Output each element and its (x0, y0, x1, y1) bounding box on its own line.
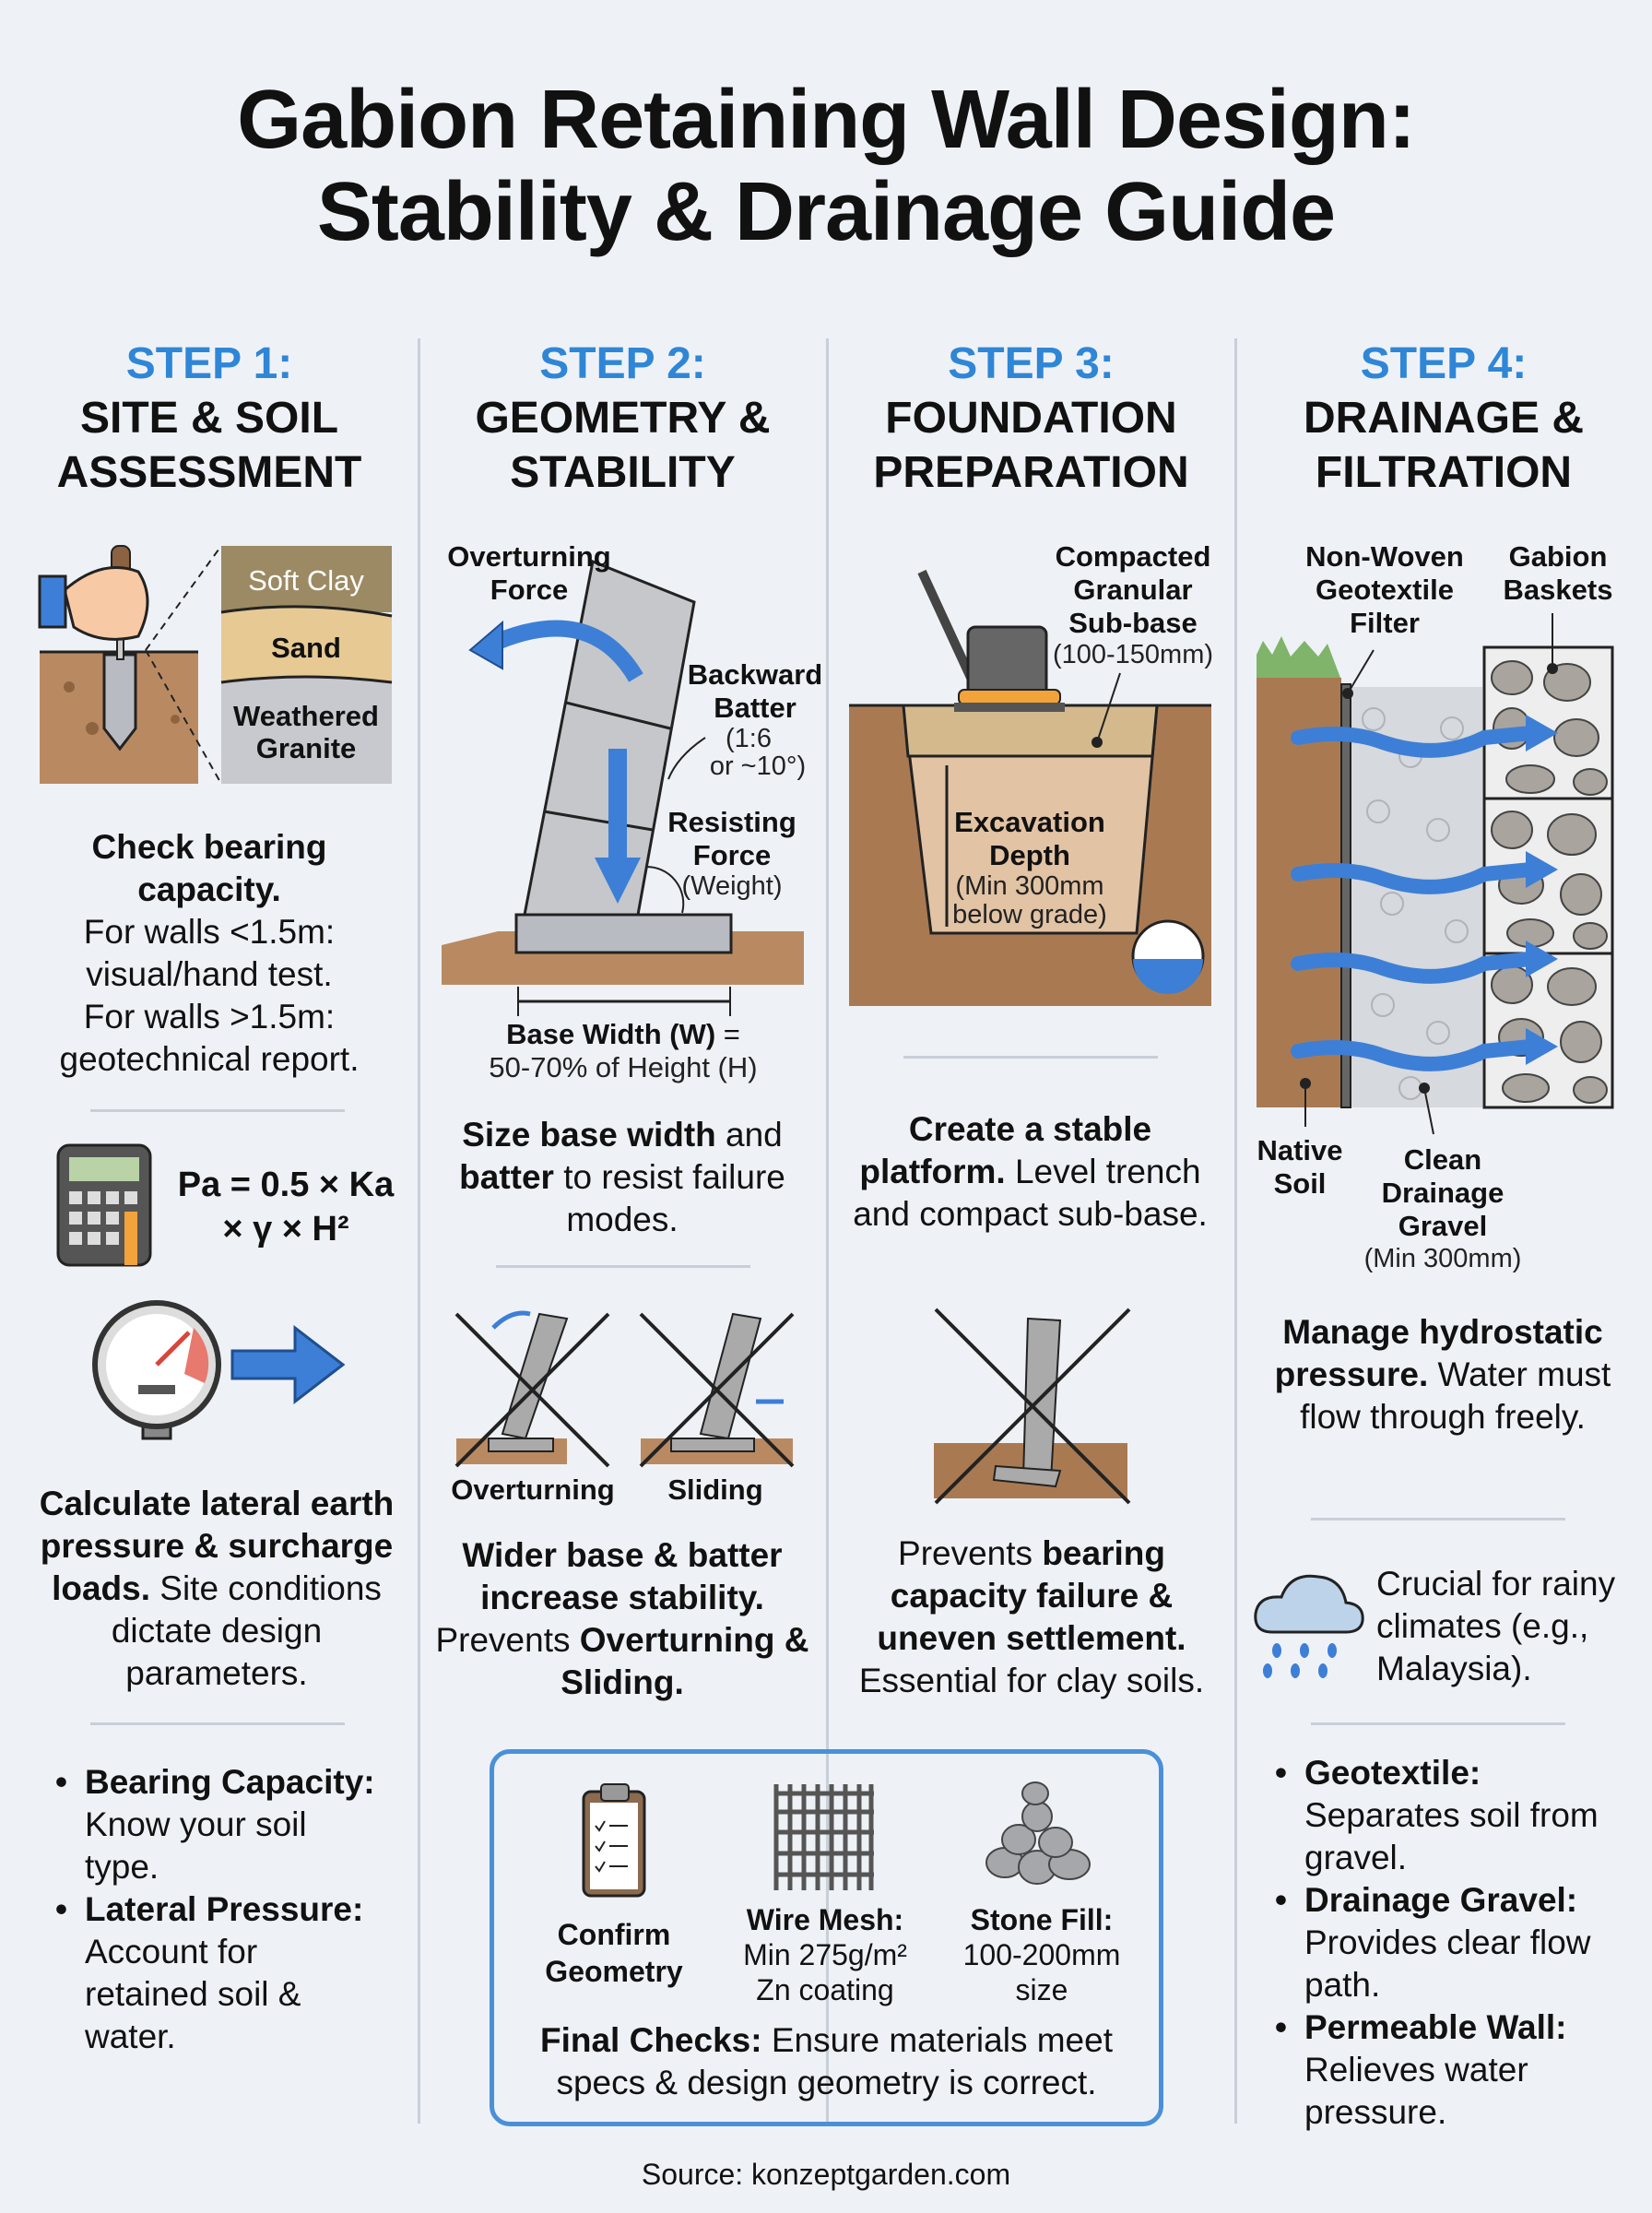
svg-text:Overturning: Overturning (447, 540, 610, 573)
shovel-icon (102, 653, 137, 751)
step3-platform-text: Create a stable platform. Level trench a… (853, 1110, 1208, 1233)
svg-text:Sub-base: Sub-base (1068, 607, 1198, 639)
svg-text:(Weight): (Weight) (681, 871, 782, 901)
column-divider (1234, 338, 1237, 2124)
svg-text:Baskets: Baskets (1504, 574, 1613, 606)
svg-text:Excavation: Excavation (954, 806, 1105, 838)
list-item: Bearing Capacity: Know your soil type. (55, 1761, 387, 1888)
step-2-header: STEP 2:GEOMETRY &STABILITY (475, 339, 771, 497)
list-item: Drainage Gravel: Provides clear flow pat… (1275, 1879, 1634, 2006)
mesh-icon (773, 1784, 874, 1890)
svg-text:or ~10°): or ~10°) (710, 751, 806, 781)
divider (90, 1722, 345, 1725)
svg-text:Force: Force (693, 839, 771, 871)
step1-bearing-text: Check bearing capacity. For walls <1.5m:… (59, 828, 360, 1078)
base-width-label: Base Width (W) = (506, 1018, 740, 1050)
svg-text:Sand: Sand (271, 632, 341, 664)
svg-text:(Min 300mm: (Min 300mm (955, 871, 1103, 901)
svg-text:× γ × H²: × γ × H² (222, 1210, 348, 1249)
divider (90, 1109, 345, 1112)
confirm-geometry-label: Confirm Geometry (545, 1918, 683, 1988)
step1-pressure-text: Calculate lateral earth pressure & surch… (39, 1485, 395, 1692)
foundation-trench-diagram: Compacted Granular Sub-base (100-150mm) … (849, 540, 1213, 1006)
clipboard-icon (582, 1783, 646, 1898)
svg-text:Drainage: Drainage (1382, 1177, 1504, 1209)
svg-text:Native: Native (1257, 1134, 1342, 1166)
svg-text:Resisting: Resisting (667, 806, 796, 838)
svg-text:Backward: Backward (688, 658, 822, 691)
step4-hydrostatic-text: Manage hydrostatic pressure. Water must … (1274, 1313, 1611, 1436)
svg-text:(Min 300mm): (Min 300mm) (1364, 1244, 1522, 1273)
resisting-arrow (595, 858, 641, 904)
step3-bearing-text: Prevents bearing capacity failure & unev… (858, 1534, 1205, 1699)
calculator-icon (56, 1143, 152, 1267)
water-flow-arrows (1291, 726, 1538, 1071)
svg-text:Batter: Batter (714, 692, 796, 724)
rain-note: Crucial for rainy climates (e.g., Malays… (1376, 1565, 1616, 1687)
list-item: Geotextile: Separates soil from gravel. (1275, 1752, 1634, 1879)
divider (496, 1265, 750, 1268)
step-4-header: STEP 4:DRAINAGE &FILTRATION (1303, 339, 1584, 497)
step2-stability-text: Wider base & batter increase stability. … (435, 1536, 809, 1701)
svg-text:(100-150mm): (100-150mm) (1053, 640, 1213, 669)
soil-test-illustration: Soft Clay Sand Weathered Granite (38, 545, 393, 785)
column-divider (826, 338, 829, 2124)
svg-text:below grade): below grade) (952, 900, 1107, 929)
pressure-gauge-icon (92, 1300, 221, 1440)
gabion-baskets (1482, 645, 1614, 1109)
arrow-right-icon (230, 1324, 346, 1405)
final-checks-text: Final Checks: Ensure materials meet spec… (539, 2021, 1113, 2101)
list-item: Permeable Wall: Relieves water pressure. (1275, 2006, 1634, 2134)
svg-text:Gravel: Gravel (1398, 1210, 1488, 1242)
svg-text:(1:6: (1:6 (726, 724, 772, 753)
final-checks-box (490, 1749, 1163, 2126)
svg-text:Pa = 0.5 × Ka: Pa = 0.5 × Ka (178, 1166, 395, 1204)
svg-text:Geotextile: Geotextile (1316, 574, 1454, 606)
svg-text:Force: Force (490, 574, 568, 606)
svg-text:Granular: Granular (1073, 574, 1192, 606)
svg-text:Soft Clay: Soft Clay (248, 564, 364, 597)
overturning-arrow (485, 620, 643, 682)
column-divider (418, 338, 420, 2124)
svg-text:Non-Woven: Non-Woven (1305, 540, 1464, 573)
drainage-diagram: Non-Woven Geotextile Filter Gabion Baske… (1257, 540, 1614, 1273)
wall-stability-diagram: Overturning Force Backward Batter (1:6 o… (442, 540, 822, 1083)
step2-base-text: Size base width and batter to resist fai… (459, 1116, 785, 1238)
divider (903, 1056, 1158, 1059)
list-item: Lateral Pressure: Account for retained s… (55, 1888, 387, 2058)
svg-text:Clean: Clean (1404, 1143, 1481, 1176)
svg-text:Weathered: Weathered (233, 700, 379, 732)
divider (1311, 1518, 1565, 1521)
page-title: Gabion Retaining Wall Design:Stability &… (237, 74, 1416, 258)
rain-cloud-icon (1254, 1574, 1364, 1678)
svg-text:Depth: Depth (989, 839, 1070, 871)
svg-text:Filter: Filter (1350, 607, 1420, 639)
sliding-failure-icon (639, 1312, 795, 1468)
svg-text:Sliding: Sliding (667, 1473, 762, 1506)
svg-text:50-70% of Height (H): 50-70% of Height (H) (489, 1051, 757, 1083)
svg-text:Gabion: Gabion (1509, 540, 1608, 573)
svg-text:Compacted: Compacted (1056, 540, 1211, 573)
gabion-wall (523, 559, 696, 917)
plate-compactor-icon (917, 569, 1065, 712)
svg-text:Soil: Soil (1274, 1167, 1327, 1200)
step1-bullets: Bearing Capacity: Know your soil type. L… (55, 1761, 387, 2058)
hand-icon (63, 566, 149, 641)
svg-text:Granite: Granite (256, 732, 357, 764)
svg-text:Overturning: Overturning (451, 1473, 614, 1506)
step4-bullets: Geotextile: Separates soil from gravel. … (1275, 1752, 1634, 2134)
settlement-failure-icon (934, 1308, 1131, 1505)
divider (1311, 1722, 1565, 1725)
stones-icon (985, 1781, 1091, 1885)
source-credit: Source: konzeptgarden.com (641, 2158, 1011, 2191)
overturning-failure-icon (454, 1310, 610, 1468)
